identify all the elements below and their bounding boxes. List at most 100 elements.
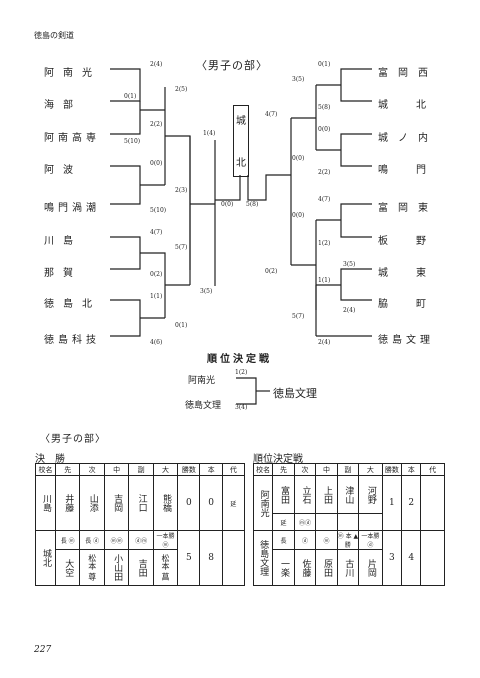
score-r15: 2(4) [318, 339, 331, 346]
score-r1: 0(1) [318, 61, 331, 68]
p-team2-m3: ⓜ [315, 530, 338, 550]
team1-p3: 吉岡 [103, 475, 130, 531]
winner-char-2: 北 [236, 158, 246, 169]
score-l16: 1(4) [203, 130, 216, 137]
score-l8: 5(10) [150, 207, 167, 214]
score-r17: 5(8) [246, 201, 259, 208]
placement-title: 順位決定戦 [207, 354, 272, 365]
team2-m3: ⓜⓜ [103, 530, 130, 550]
team2-p3: 小山田 [103, 549, 130, 586]
left-team-4: 阿波 [44, 165, 82, 176]
p-team1-p2: 立石 [293, 475, 317, 514]
score-l6: 0(0) [150, 160, 163, 167]
hdr-5: 大 [152, 463, 179, 476]
p-team2-p4: 古川 [336, 549, 360, 586]
right-team-7: 城東 [378, 268, 454, 279]
score-l2: 0(1) [124, 93, 137, 100]
p-team1-m1: 延 [272, 513, 295, 531]
p-team2-note [420, 530, 445, 586]
left-team-1: 阿南光 [44, 68, 101, 79]
p-team2-m1: 長 [272, 530, 295, 550]
hdr-wins: 勝数 [177, 463, 201, 476]
score-l5: 2(5) [175, 86, 188, 93]
p-team2-points: 4 [401, 530, 422, 586]
left-team-5: 鳴門渦潮 [44, 203, 100, 214]
score-r9: 1(2) [318, 240, 331, 247]
team1-name: 川島 [35, 475, 56, 531]
final-results-table: 校名 先 次 中 副 大 勝数 本 代 川島 井藤 山添 吉岡 江口 熊橋 0 … [35, 463, 246, 586]
hdr-1: 先 [54, 463, 81, 476]
team2-p1: 大空 [54, 549, 81, 586]
p-team1-p3: 上田 [315, 475, 338, 514]
score-r13: 2(4) [343, 307, 356, 314]
left-team-2: 海部 [44, 100, 82, 111]
p-team2-m4: ⓜ 本 ▲勝 [336, 530, 360, 550]
score-r11: 3(5) [343, 261, 356, 268]
score-l12: 1(1) [150, 293, 163, 300]
right-team-8: 脇町 [378, 299, 454, 310]
p-team1-wins: 1 [381, 475, 403, 531]
score-r7: 4(7) [265, 111, 278, 118]
score-l11: 5(7) [175, 244, 188, 251]
team1-note: 延 [221, 475, 246, 531]
team2-points: 8 [199, 530, 223, 586]
team2-p5: 松本 菖 [152, 549, 179, 586]
team2-m4: ⓓⓜ [128, 530, 154, 550]
score-r12: 1(1) [318, 277, 331, 284]
score-l10: 0(2) [150, 271, 163, 278]
score-l7: 2(3) [175, 187, 188, 194]
score-r16: 0(2) [265, 268, 278, 275]
right-team-4: 鳴門 [378, 165, 454, 176]
hdr-4: 副 [128, 463, 154, 476]
p-hdr-5: 大 [358, 463, 383, 476]
right-team-9: 徳島文理 [378, 335, 434, 346]
p-hdr-pts: 本 [401, 463, 422, 476]
hdr-school: 校名 [35, 463, 56, 476]
placement-team-1: 阿南光 [188, 376, 216, 386]
p-team1-p4: 津山 [336, 475, 360, 514]
placement-winner: 徳島文理 [273, 387, 317, 400]
score-r10: 0(0) [292, 212, 305, 219]
score-r4: 0(0) [318, 126, 331, 133]
score-l9: 4(7) [150, 229, 163, 236]
winner-char-1: 城 [236, 116, 246, 127]
team2-wins: 5 [177, 530, 201, 586]
score-l4: 5(10) [124, 138, 141, 145]
placement-score-2: 3(4) [235, 404, 248, 411]
placement-results-table: 校名 先 次 中 副 大 勝数 本 代 阿南光 富田 立石 上田 津山 河野 1… [252, 463, 445, 586]
placement-team-2: 徳島文理 [185, 401, 222, 411]
p-team2-p3: 原田 [315, 549, 338, 586]
right-team-5: 富岡東 [378, 203, 438, 214]
placement-score-1: 1(2) [235, 369, 248, 376]
p-team1-note [420, 475, 445, 531]
team1-p4: 江口 [128, 475, 154, 531]
team2-m2: 長 ⓓ [79, 530, 105, 550]
team2-m1: 長 ⓜ [54, 530, 81, 550]
section-title: 〈男子の部〉 [40, 434, 106, 445]
p-team1-m3 [315, 513, 338, 531]
p-hdr-1: 先 [272, 463, 295, 476]
right-team-6: 板野 [378, 236, 454, 247]
p-team1-p1: 富田 [272, 475, 295, 514]
right-team-2: 城北 [378, 100, 454, 111]
winner-box: 城 北 [233, 105, 249, 177]
team1-points: 0 [199, 475, 223, 531]
team2-m5: 一本勝 ⓜ [152, 530, 179, 550]
p-hdr-2: 次 [293, 463, 317, 476]
score-r6: 0(0) [292, 155, 305, 162]
score-r8: 4(7) [318, 196, 331, 203]
p-team2-wins: 3 [381, 530, 403, 586]
p-team1-name: 阿南光 [252, 475, 274, 531]
bracket-title: 〈男子の部〉 [196, 59, 268, 72]
team2-note [221, 530, 246, 586]
team1-p5: 熊橋 [152, 475, 179, 531]
place-label: 順位決定戦 [253, 454, 303, 465]
p-team2-m5: 一本勝 ⓓ [358, 530, 383, 550]
p-team2-p2: 佐藤 [293, 549, 317, 586]
hdr-2: 次 [79, 463, 105, 476]
page-header: 徳島の剣道 [34, 31, 74, 40]
score-l15: 3(5) [200, 288, 213, 295]
right-team-1: 富岡西 [378, 68, 438, 79]
hdr-3: 中 [103, 463, 130, 476]
p-hdr-4: 副 [336, 463, 360, 476]
